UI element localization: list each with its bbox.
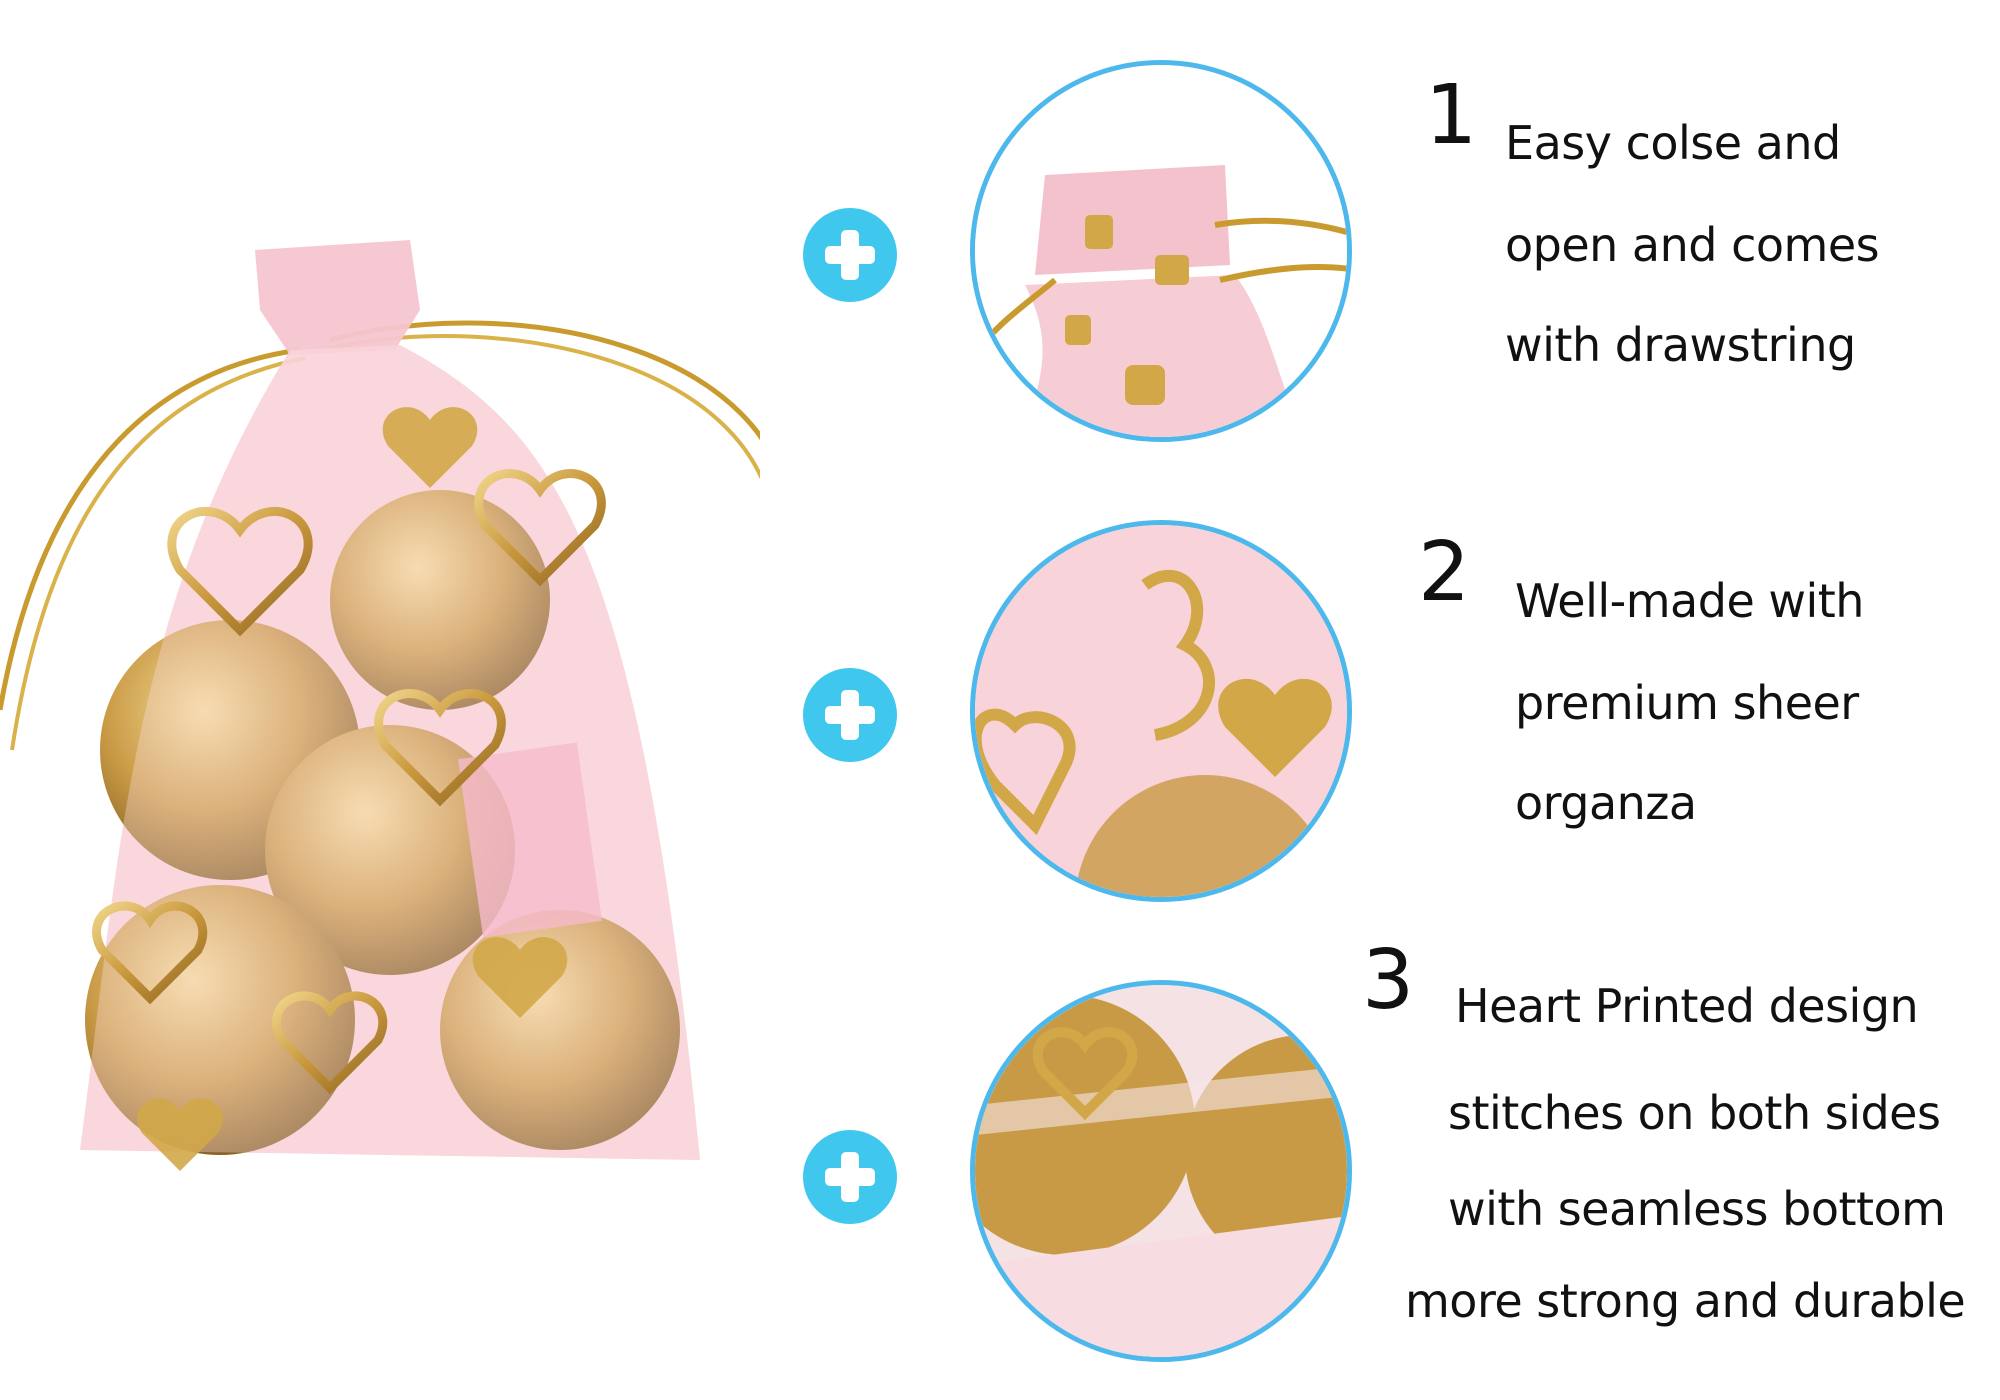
plus-icon	[803, 1130, 897, 1224]
feature-3-line-2: stitches on both sides	[1448, 1086, 1941, 1140]
feature-number: 1	[1425, 68, 1478, 163]
feature-1-line-2: open and comes	[1505, 218, 1880, 272]
zoom-detail-seam	[970, 980, 1352, 1362]
feature-number: 2	[1418, 525, 1471, 620]
feature-number: 3	[1362, 933, 1415, 1028]
zoom-detail-drawstring	[970, 60, 1352, 442]
feature-3-line-3: with seamless bottom	[1448, 1182, 1946, 1236]
zoom-detail-organza	[970, 520, 1352, 902]
feature-2-line-2: premium sheer	[1515, 676, 1859, 730]
feature-2-line-1: Well-made with	[1515, 574, 1864, 628]
organza-bag-illustration	[0, 240, 793, 1171]
feature-3-line-4: more strong and durable	[1405, 1274, 1966, 1328]
feature-1-line-3: with drawstring	[1505, 318, 1856, 372]
plus-icon	[803, 668, 897, 762]
plus-icon	[803, 208, 897, 302]
feature-2-line-3: organza	[1515, 776, 1697, 830]
product-image	[0, 230, 793, 1210]
feature-1-line-1: Easy colse and	[1505, 116, 1841, 170]
feature-3-line-1: Heart Printed design	[1455, 979, 1919, 1033]
